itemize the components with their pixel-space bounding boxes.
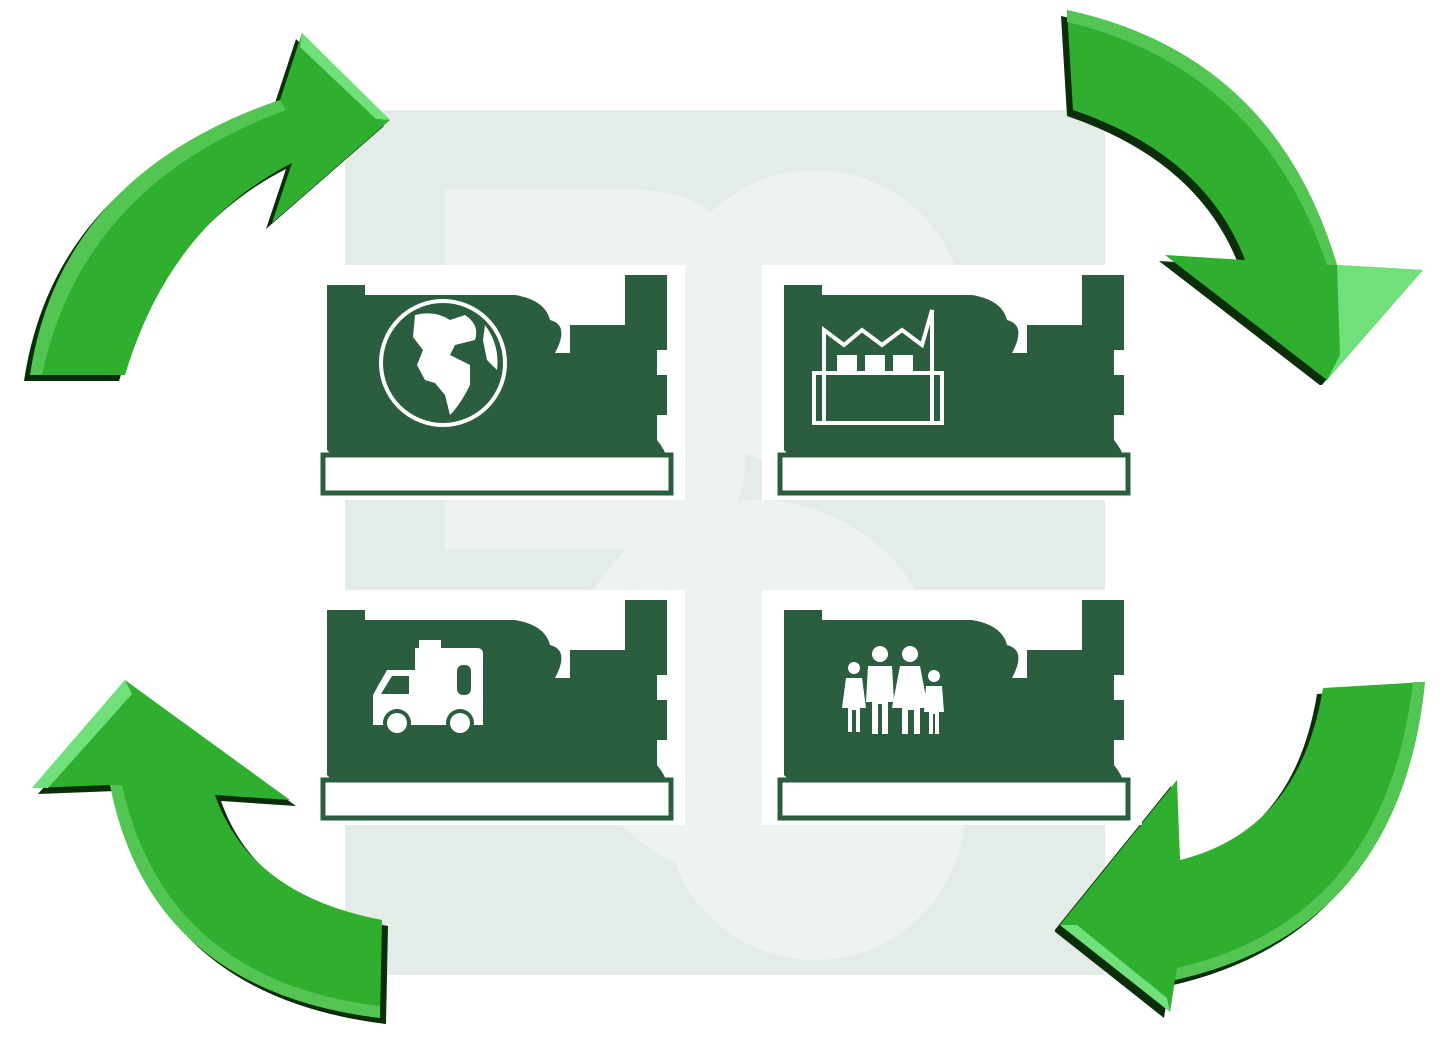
arrow-bottom-left (20, 670, 400, 1030)
watermark-logo (345, 110, 1105, 975)
arrow-top-right (1055, 10, 1435, 385)
generator-panel-global (305, 265, 685, 500)
generator-panel-transport (305, 590, 685, 825)
truck-icon (373, 640, 483, 737)
family-icon (842, 646, 944, 734)
arrow-top-left (20, 15, 410, 385)
arrow-bottom-right (1055, 680, 1435, 1020)
factory-icon (812, 309, 944, 425)
generator-panel-residential (762, 590, 1142, 825)
globe-icon (379, 299, 507, 427)
generator-panel-industrial (762, 265, 1142, 500)
